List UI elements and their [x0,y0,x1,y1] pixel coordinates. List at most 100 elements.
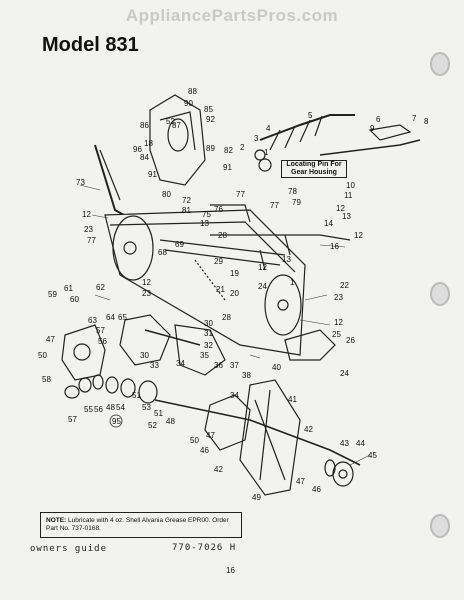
svg-text:34: 34 [230,391,239,400]
housing-side-right [264,274,302,336]
svg-text:81: 81 [182,206,191,215]
svg-text:77: 77 [236,190,245,199]
auger-housing [104,209,306,356]
svg-text:53: 53 [142,403,151,412]
svg-text:34: 34 [176,359,185,368]
side-plate [284,329,336,361]
locating-pin-callout: Locating Pin For Gear Housing [281,160,347,178]
svg-text:28: 28 [218,231,227,240]
svg-text:52: 52 [148,421,157,430]
svg-text:92: 92 [206,115,215,124]
svg-text:46: 46 [312,485,321,494]
svg-text:61: 61 [64,284,73,293]
svg-text:42: 42 [214,465,223,474]
svg-text:41: 41 [288,395,297,404]
svg-text:47: 47 [296,477,305,486]
svg-text:13: 13 [200,219,209,228]
svg-text:23: 23 [142,289,151,298]
control-rod [319,139,421,156]
svg-text:59: 59 [48,290,57,299]
svg-text:3: 3 [254,134,259,143]
svg-text:10: 10 [346,181,355,190]
bearing-stack [64,374,158,404]
svg-text:84: 84 [140,153,149,162]
svg-text:79: 79 [292,198,301,207]
svg-text:82: 82 [224,146,233,155]
svg-text:50: 50 [190,436,199,445]
svg-text:68: 68 [158,248,167,257]
svg-text:12: 12 [334,318,343,327]
svg-text:56: 56 [98,337,107,346]
svg-text:1: 1 [264,148,269,157]
note-text: Lubricate with 4 oz. Shell Alvania Greas… [46,517,229,532]
svg-text:30: 30 [204,319,213,328]
svg-text:91: 91 [148,170,157,179]
svg-text:11: 11 [344,191,353,200]
svg-text:44: 44 [356,439,365,448]
watermark: AppliancePartsPros.com [125,6,339,25]
svg-text:60: 60 [70,295,79,304]
svg-text:54: 54 [116,403,125,412]
svg-text:49: 49 [252,493,261,502]
svg-text:13: 13 [282,255,291,264]
svg-text:23: 23 [84,225,93,234]
svg-text:90: 90 [184,99,193,108]
svg-text:12: 12 [336,204,345,213]
svg-text:12: 12 [354,231,363,240]
discharge-chute [149,94,206,186]
svg-text:80: 80 [162,190,171,199]
page-number: 16 [226,566,235,575]
svg-text:37: 37 [230,361,239,370]
svg-text:50: 50 [38,351,47,360]
svg-text:24: 24 [258,282,267,291]
svg-text:72: 72 [182,196,191,205]
svg-text:19: 19 [230,269,239,278]
svg-text:12: 12 [258,263,267,272]
impeller-shaft [259,114,355,141]
svg-text:75: 75 [202,210,211,219]
svg-text:42: 42 [304,425,313,434]
svg-text:21: 21 [216,285,225,294]
svg-text:52: 52 [166,117,175,126]
binder-ring-middle [430,282,450,306]
binder-ring-bottom [430,514,450,538]
svg-text:36: 36 [214,361,223,370]
svg-text:22: 22 [340,281,349,290]
svg-text:12: 12 [142,278,151,287]
svg-text:58: 58 [42,375,51,384]
svg-text:57: 57 [68,415,77,424]
binder-ring-top [430,52,450,76]
auger-spiral-right [239,379,301,496]
svg-text:57: 57 [96,326,105,335]
svg-text:13: 13 [342,212,351,221]
svg-text:24: 24 [340,369,349,378]
svg-text:14: 14 [324,219,333,228]
svg-text:4: 4 [266,124,271,133]
svg-text:86: 86 [140,121,149,130]
svg-text:78: 78 [288,187,297,196]
svg-text:91: 91 [223,163,232,172]
svg-text:51: 51 [132,391,141,400]
svg-text:55: 55 [84,405,93,414]
svg-text:35: 35 [200,351,209,360]
svg-text:31: 31 [204,329,213,338]
svg-text:95: 95 [112,417,121,426]
svg-text:76: 76 [214,205,223,214]
svg-text:6: 6 [376,115,381,124]
svg-text:96: 96 [133,145,142,154]
svg-text:43: 43 [340,439,349,448]
svg-text:12: 12 [82,210,91,219]
svg-text:38: 38 [242,371,251,380]
svg-text:45: 45 [368,451,377,460]
svg-text:48: 48 [166,417,175,426]
svg-text:47: 47 [46,335,55,344]
svg-text:89: 89 [206,144,215,153]
svg-text:63: 63 [88,316,97,325]
svg-text:88: 88 [188,87,197,96]
svg-text:56: 56 [94,405,103,414]
svg-text:8: 8 [424,117,429,126]
svg-text:25: 25 [332,330,341,339]
svg-text:85: 85 [204,105,213,114]
